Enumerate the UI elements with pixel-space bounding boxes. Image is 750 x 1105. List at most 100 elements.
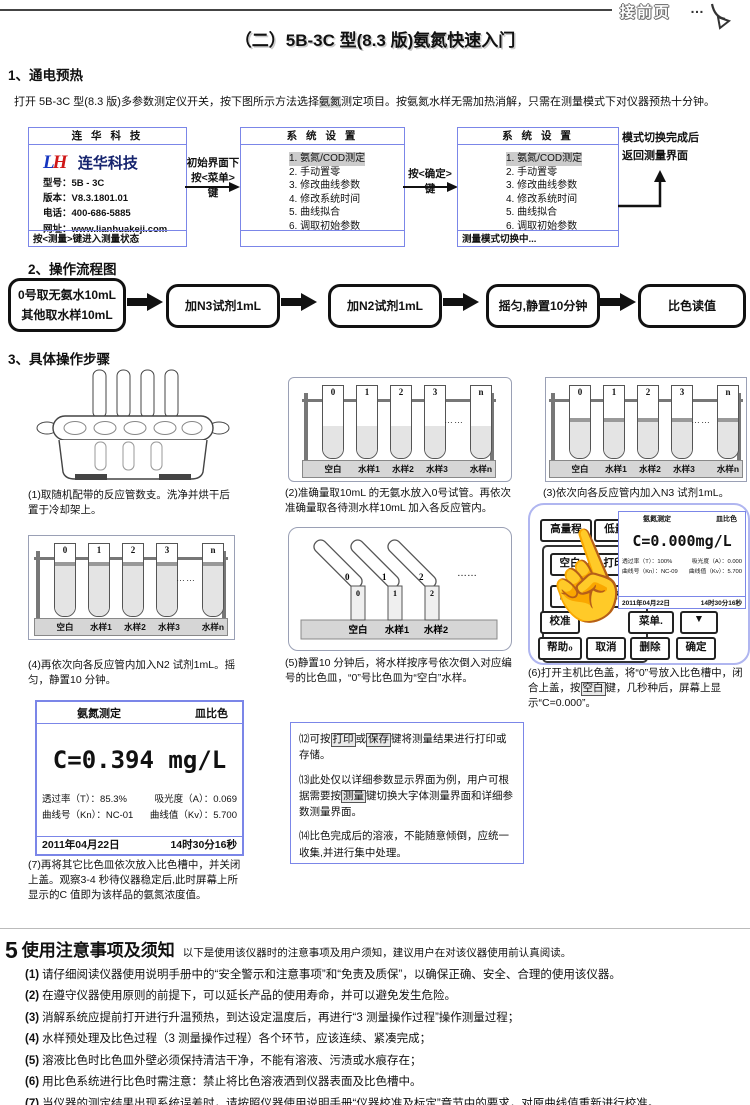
svg-text:1: 1	[382, 572, 387, 582]
print-key-label: 打印	[330, 733, 356, 747]
precaution-list: (1)请仔细阅读仪器使用说明手册中的“安全警示和注意事项”和“免责及质保”，以确…	[25, 968, 745, 1105]
item-text: 当仪器的测定结果出现系统误差时，请按照仪器使用说明手册“仪器校准及标定”章节中的…	[42, 1097, 660, 1105]
item-text: 请仔细阅读仪器使用说明手册中的“安全警示和注意事项”和“免责及质保”，以确保正确…	[42, 969, 621, 981]
test-tube-0: 0	[569, 385, 591, 459]
note2-text-a: ⒀此处仅以详细参数显示界面为例，用户可根据需要按	[299, 773, 509, 802]
base-label: 水样2	[392, 464, 414, 474]
key-delete: 删除	[630, 637, 670, 660]
arrow-right-icon	[185, 182, 240, 192]
test-tube-3: 3	[424, 385, 446, 459]
note-print-save: ⑿可按打印或保存键将测量结果进行打印或存储。	[299, 731, 515, 764]
note-waste-solution: ⒁比色完成后的溶液，不能随意倾倒，应统一收集,并进行集中处理。	[299, 830, 509, 859]
ellipsis: ……	[691, 415, 711, 425]
ellipsis: ……	[176, 573, 196, 583]
cooling-rack-figure	[36, 369, 230, 480]
caption-step3: (3)依次向各反应管内加入N3 试剂1mL。	[543, 487, 730, 499]
base-label: 水样n	[716, 464, 740, 474]
system-status-bar-1	[241, 230, 404, 246]
figure-rack-samples: 0 1 2 3 …… n 空白 水样1 水样2 水样3 水样n	[288, 377, 512, 482]
usage-notes-box: ⑿可按打印或保存键将测量结果进行打印或存储。 ⒀此处仅以详细参数显示界面为例，用…	[290, 722, 524, 864]
caption-step7: (7)再将其它比色皿依次放入比色槽中，并关闭上盖。观察3-4 秒待仪器稳定后,此…	[28, 859, 241, 902]
arrow1-label-line2: 按<菜单>键	[191, 172, 235, 199]
test-tube-2: 2	[122, 543, 144, 617]
screen-method: 皿比色	[195, 708, 228, 720]
base-label: 水样1	[605, 464, 627, 474]
item-text: 用比色系统进行比色时需注意：禁止将比色溶液洒到仪器表面及比色槽中。	[42, 1076, 422, 1089]
transmittance: 透过率（T）：85.3%	[42, 794, 127, 805]
system-settings-screen-1: 系 统 设 置 1. 氨氮/COD测定 2. 手动置零 3. 修改曲线参数 4.…	[240, 127, 405, 247]
tube-number: 0	[62, 545, 68, 555]
figure-pour-cuvettes: 0 1 2 …… 0 1 2 空白 水样1 水样2	[288, 527, 512, 651]
tube-number: 2	[645, 387, 651, 397]
logo-letter-h: H	[52, 152, 68, 173]
caption-step6: (6)打开主机比色盖，将“0”号放入比色槽中，闭合上盖，按空白键，几秒种后，屏幕…	[528, 666, 748, 712]
tube-number: 2	[130, 545, 136, 555]
para-text-b: 测定项目。按氨氮水样无需加热消解，只需在测量模式下对仪器预热十分钟。	[340, 96, 715, 108]
test-tube-n: n	[202, 543, 224, 617]
rack-base: 空白 水样1 水样2 水样3 水样n	[34, 618, 228, 636]
flow-step1-line2: 其他取水样10mL	[21, 308, 113, 322]
precaution-item: (3)消解系统应提前打开进行升温预热，到达设定温度后，再进行“3 测量操作过程”…	[25, 1011, 745, 1026]
menu-item-measure-mode: 1. 氨氮/COD测定	[506, 152, 583, 166]
menu-item-edit-curve: 3. 修改曲线参数	[506, 180, 578, 191]
arrow-right-icon	[403, 182, 458, 192]
test-tube-0: 0	[322, 385, 344, 459]
item-number: (7)	[25, 1097, 40, 1105]
tube-number: n	[210, 545, 216, 555]
tube-number: 1	[611, 387, 617, 397]
tube-number: n	[478, 387, 484, 397]
lianhua-logo: LH 连华科技	[43, 152, 186, 174]
item-number: (3)	[25, 1011, 40, 1024]
item-number: (4)	[25, 1033, 40, 1046]
test-tube-3: 3	[156, 543, 178, 617]
key-menu: 菜单.	[628, 611, 674, 634]
para-highlight: 氨氮	[318, 96, 341, 108]
base-label: 空白	[571, 464, 589, 474]
flow-step1-line1: 0号取无氨水10mL	[17, 287, 117, 302]
header-rule	[0, 9, 612, 11]
precaution-item: (6)用比色系统进行比色时需注意：禁止将比色溶液洒到仪器表面及比色槽中。	[25, 1075, 745, 1090]
device-startup-screen: 连 华 科 技 LH 连华科技 型号：5B - 3C 版本：V8.3.1801.…	[28, 127, 187, 247]
tube-number: 3	[432, 387, 438, 397]
section2-heading: 2、操作流程图	[28, 262, 117, 277]
flow-step-wait: 摇匀,静置10分钟	[486, 284, 600, 328]
base-label: 水样3	[673, 464, 695, 474]
flow-step-n3: 加N3试剂1mL	[166, 284, 280, 328]
test-tube-0: 0	[54, 543, 76, 617]
svg-text:1: 1	[393, 589, 397, 598]
precaution-item: (1)请仔细阅读仪器使用说明手册中的“安全警示和注意事项”和“免责及质保”，以确…	[25, 968, 745, 983]
system-settings-title-1: 系 统 设 置	[241, 128, 404, 145]
menu-item-measure-mode: 1. 氨氮/COD测定	[289, 152, 366, 166]
menu-item-manual-zero: 2. 手动置零	[289, 166, 341, 178]
key-calibrate: 校准	[540, 611, 580, 634]
caption-step4: (4)再依次向各反应管内加入N2 试剂1mL。摇匀，静置10 分钟。	[28, 659, 236, 687]
base-label: 水样3	[426, 464, 448, 474]
measure-key-label: 测量	[341, 789, 366, 804]
return-up-arrow-icon	[618, 170, 666, 208]
device-status-bar: 按<测量>键进入测量状态	[29, 230, 186, 246]
caption-step2: (2)准确量取10mL 的无氨水放入0号试管。再依次准确量取各待测水样10mL …	[285, 487, 511, 515]
precaution-item: (7)当仪器的测定结果出现系统误差时，请按照仪器使用说明手册“仪器校准及标定”章…	[25, 1097, 745, 1105]
base-label: 水样3	[158, 622, 180, 632]
caption6-text-a: (6)打开主机比色盖，将“0”号放入比色槽中，闭合上盖，按	[528, 667, 743, 695]
test-tube-n: n	[470, 385, 492, 459]
caption-step5: (5)静置10 分钟后，将水样按序号依次倒入对应编号的比色皿，“0”号比色皿为“…	[285, 657, 512, 685]
screen-reading: C=0.000mg/L	[632, 532, 732, 550]
menu-item-edit-time: 4. 修改系统时间	[506, 193, 578, 205]
arrow1-label-line1: 初始界面下	[186, 157, 240, 169]
system-settings-screen-2: 系 统 设 置 1. 氨氮/COD测定 2. 手动置零 3. 修改曲线参数 4.…	[457, 127, 619, 247]
figure-rack-n2: 0 1 2 3 …… n 空白 水样1 水样2 水样3 水样n	[28, 535, 235, 640]
device-box-title: 连 华 科 技	[29, 128, 186, 145]
absorbance: 吸光度（A）：0.069	[154, 794, 237, 805]
menu-item-curve-fit: 5. 曲线拟合	[289, 207, 341, 218]
menu-item-recall-params: 6. 调取初始参数	[506, 220, 578, 232]
page-title: （二）5B-3C 型(8.3 版)氨氮快速入门	[234, 31, 516, 50]
precaution-item: (4)水样预处理及比色过程（3 测量操作过程）各个环节，应该连续、紧凑完成；	[25, 1032, 745, 1047]
precaution-item: (2)在遵守仪器使用原则的前提下，可以延长产品的使用寿命，并可以避免发生危险。	[25, 989, 745, 1004]
system-settings-title-2: 系 统 设 置	[458, 128, 618, 145]
logo-company-name: 连华科技	[77, 155, 138, 172]
device-version: 版本：V8.3.1801.01	[43, 193, 129, 205]
item-text: 在遵守仪器使用原则的前提下，可以延长产品的使用寿命，并可以避免发生危险。	[42, 990, 457, 1003]
